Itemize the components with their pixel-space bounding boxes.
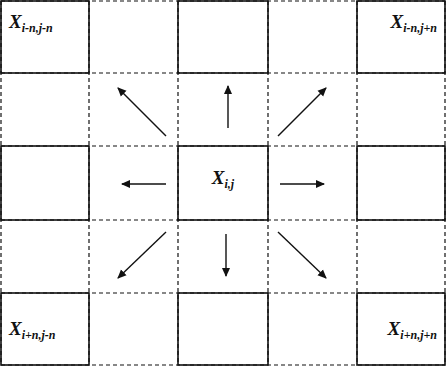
grid-cell: Xi+n,j+n (357, 293, 445, 365)
corner-cell-label: Xi-n,j+n (390, 11, 437, 36)
grid-cell: Xi+n,j-n (1, 293, 89, 365)
direction-arrows (118, 86, 326, 278)
corner-cell-label: Xi+n,j+n (388, 318, 437, 343)
grid-cell: Xi,j (178, 146, 268, 220)
center-cell-label: Xi,j (212, 167, 234, 192)
grid-cell: Xi-n,j+n (357, 1, 445, 73)
grid-cell: Xi-n,j-n (1, 1, 89, 73)
corner-cell-label: Xi-n,j-n (9, 11, 53, 36)
corner-cell-label: Xi+n,j-n (9, 318, 56, 343)
